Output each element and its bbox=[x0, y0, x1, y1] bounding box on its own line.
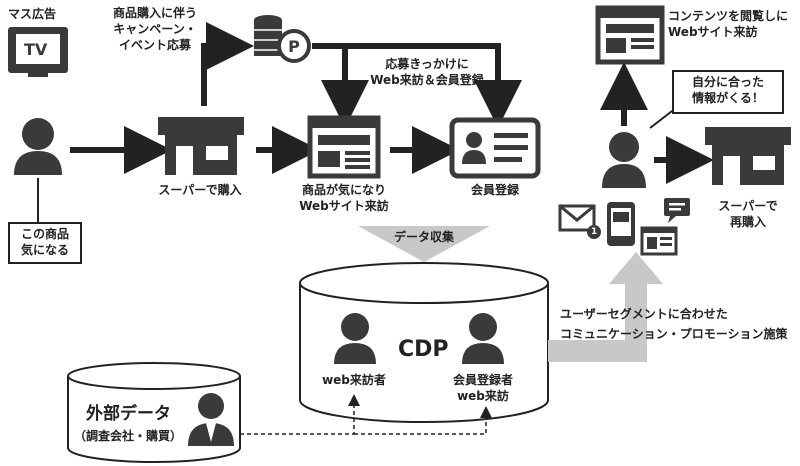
apply-register-label: 応募きっかけに Web来訪＆会員登録 bbox=[370, 57, 484, 87]
phone-chat-icon bbox=[607, 202, 635, 246]
interested-callout: この商品 気になる bbox=[8, 222, 82, 264]
mass-ad-label: マス広告 bbox=[8, 7, 57, 21]
segment-comm-label: ユーザーセグメントに合わせた コミュニケーション・プロモーション施策 bbox=[560, 307, 788, 341]
coins-point-icon: P bbox=[254, 15, 311, 63]
content-browse-label: コンテンツを閲覧しに Webサイト来訪 bbox=[668, 9, 789, 39]
member-person-icon bbox=[462, 313, 504, 364]
data-collection-label: データ収集 bbox=[393, 230, 454, 244]
info-callout: 自分に合った 情報がくる！ bbox=[672, 70, 784, 114]
webpage-icon-right bbox=[595, 5, 665, 65]
product-interest-label: 商品が気になり Webサイト来訪 bbox=[299, 183, 389, 213]
business-person-icon bbox=[188, 393, 234, 446]
segment-promotion-arrow bbox=[548, 252, 663, 362]
member-card-icon bbox=[449, 117, 541, 179]
tv-icon bbox=[8, 27, 68, 77]
external-data-label: 外部データ bbox=[86, 404, 171, 424]
store-icon bbox=[158, 117, 244, 175]
web-visitor-person-icon bbox=[334, 313, 376, 364]
person-icon-left bbox=[14, 118, 62, 175]
web-visitor-label: web来訪者 bbox=[322, 373, 386, 387]
purchase-super-label: スーパーで購入 bbox=[158, 183, 242, 197]
mail-count-badge: 1 bbox=[591, 227, 598, 237]
campaign-label: 商品購入に伴う キャンペーン・ イベント応募 bbox=[112, 6, 197, 52]
person-icon-right bbox=[602, 132, 646, 188]
external-data-sub-label: （調査会社・購買） bbox=[74, 429, 183, 443]
member-register-label: 会員登録 bbox=[470, 183, 519, 197]
cdp-label: CDP bbox=[398, 337, 449, 362]
svg-text:P: P bbox=[288, 37, 300, 56]
small-webpage-icon bbox=[640, 226, 678, 256]
tv-label: TV bbox=[24, 40, 48, 59]
repurchase-label: スーパーで 再購入 bbox=[718, 199, 778, 229]
mail-icon bbox=[558, 204, 601, 239]
chat-bubble-icon bbox=[664, 198, 690, 223]
store-icon-right bbox=[705, 127, 791, 185]
member-web-label: 会員登録者 web来訪 bbox=[452, 373, 513, 403]
data-collection-arrow bbox=[358, 226, 490, 262]
webpage-icon bbox=[307, 115, 381, 179]
